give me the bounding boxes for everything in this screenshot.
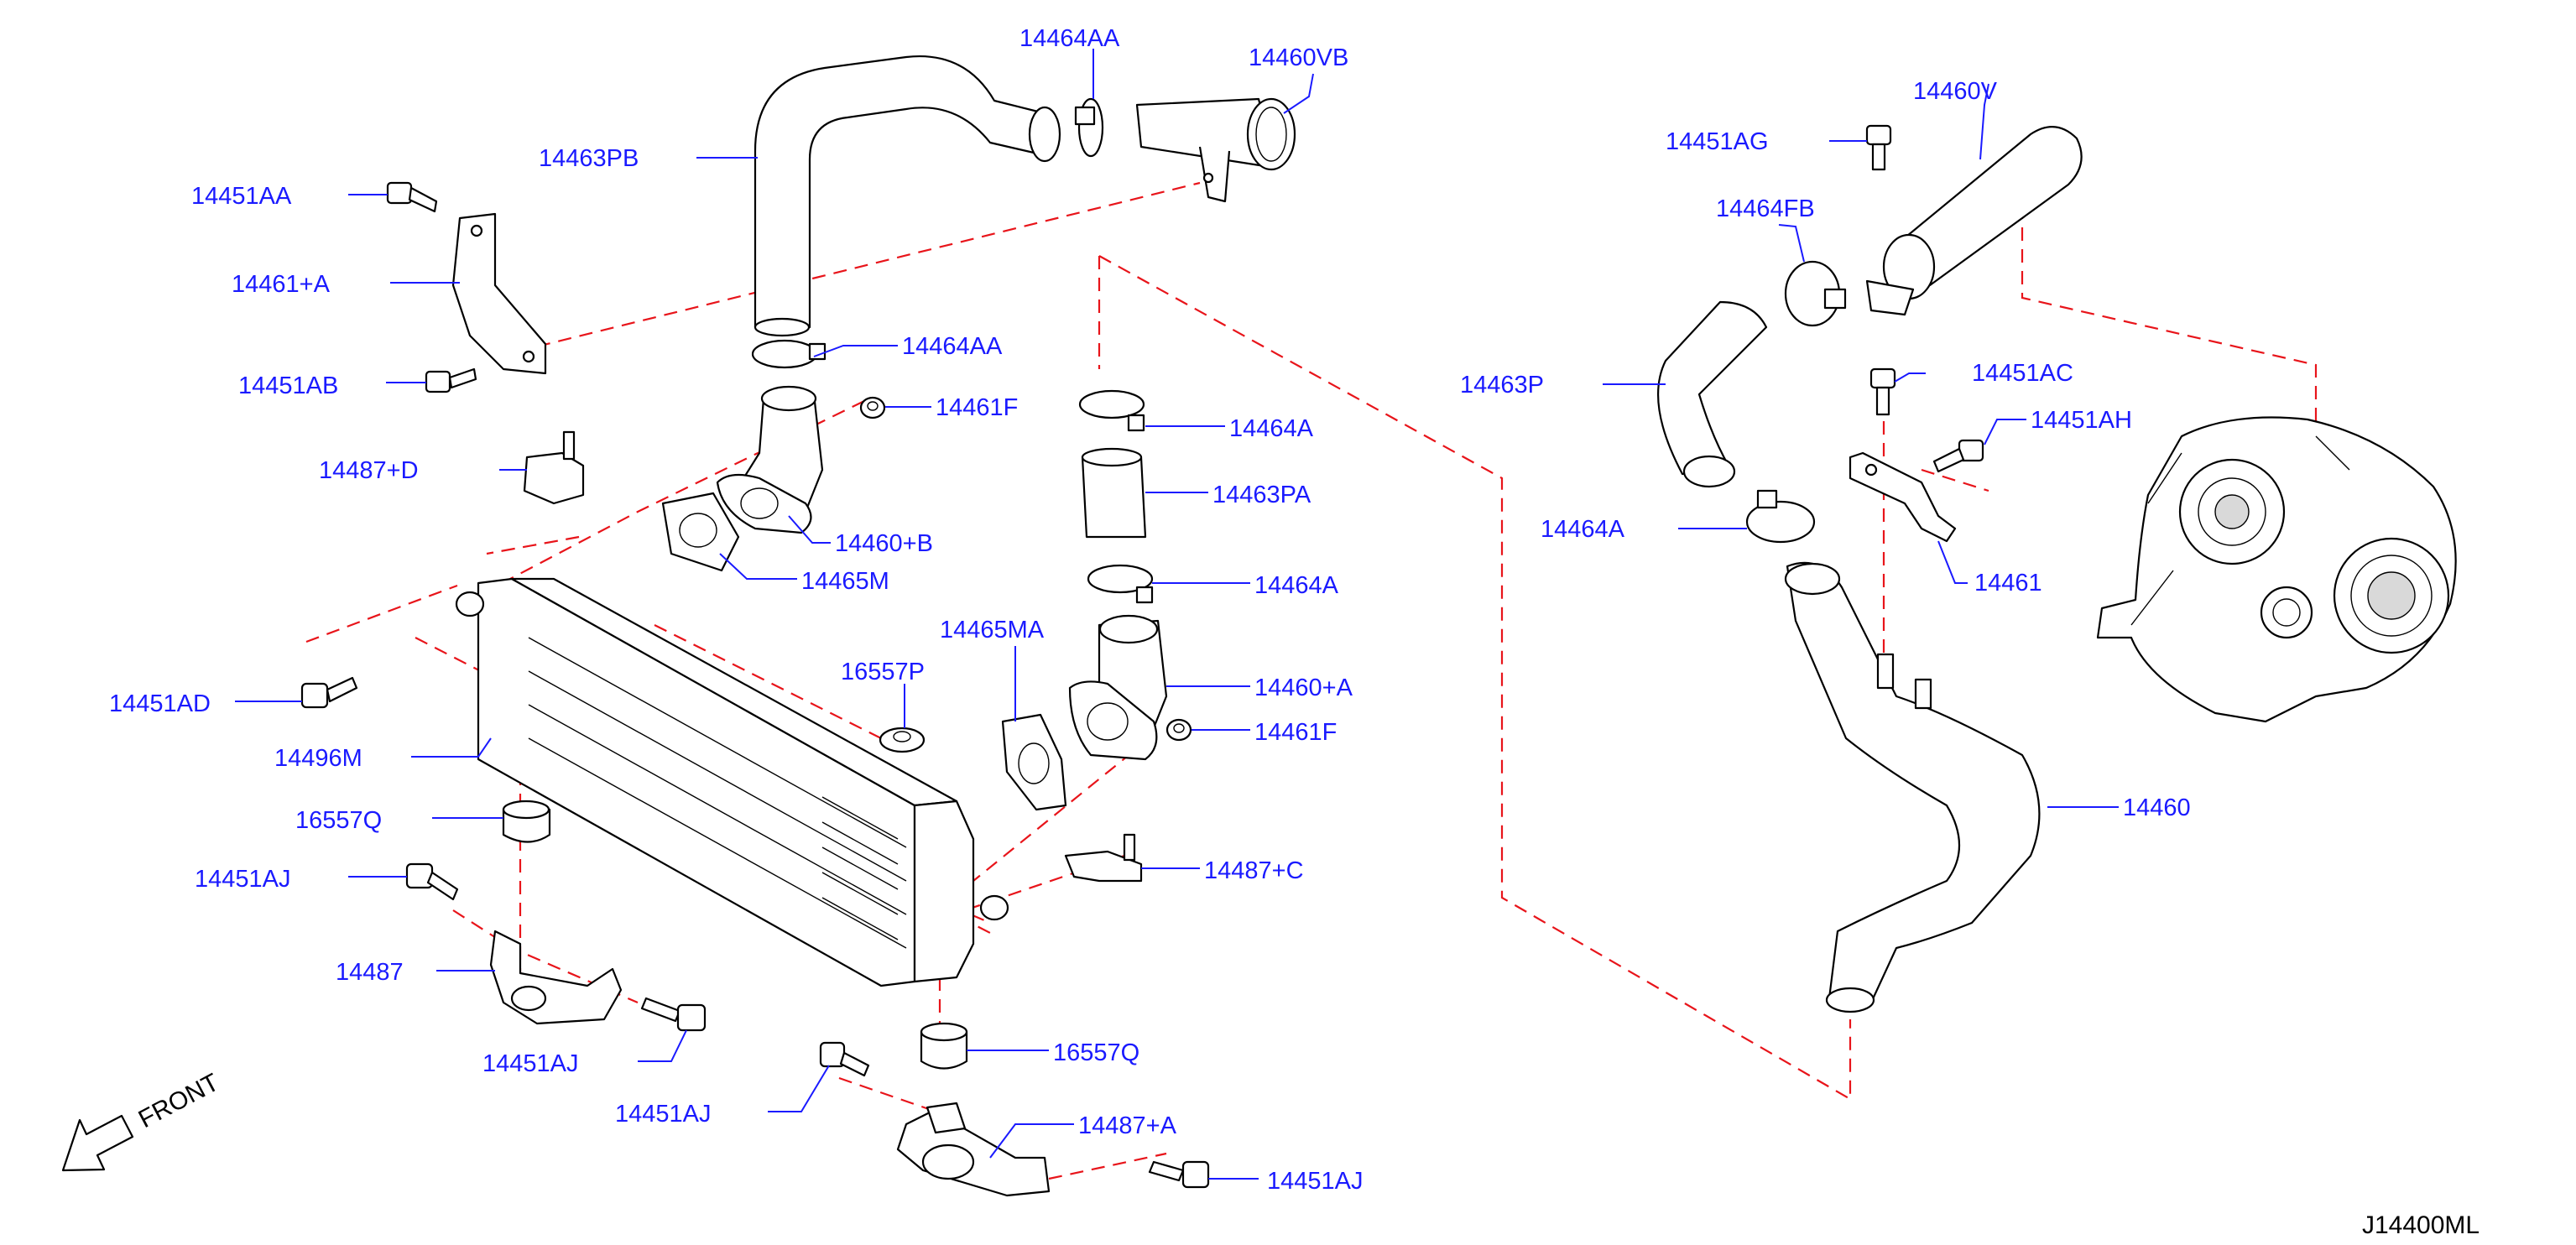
label-14487D[interactable]: 14487+D xyxy=(319,457,419,484)
bracket-14487[interactable] xyxy=(489,930,623,1025)
label-14463PB[interactable]: 14463PB xyxy=(539,145,639,172)
pipe-14460VB[interactable] xyxy=(1135,97,1296,203)
label-14461A[interactable]: 14461+A xyxy=(232,271,331,298)
part-labels: 14464AA 14460VB 14463PB 14451AA 14461+A … xyxy=(109,25,2191,1195)
clamp-14464A-right[interactable] xyxy=(1745,489,1816,544)
clamp-14464AA-top[interactable] xyxy=(1074,97,1104,158)
label-14465M[interactable]: 14465M xyxy=(801,568,889,595)
clamp-14464AA-mid[interactable] xyxy=(751,339,827,369)
label-14451AJ-3[interactable]: 14451AJ xyxy=(615,1101,712,1128)
bolt-14451AD[interactable] xyxy=(300,676,358,709)
label-14460[interactable]: 14460 xyxy=(2123,794,2191,821)
label-14460V[interactable]: 14460V xyxy=(1913,78,1998,105)
bracket-14487A[interactable] xyxy=(896,1102,1051,1197)
bolt-14451AJ-2[interactable] xyxy=(640,997,707,1032)
bolt-14451AJ-4[interactable] xyxy=(1148,1160,1210,1189)
label-14451AC[interactable]: 14451AC xyxy=(1972,360,2073,387)
label-14460A[interactable]: 14460+A xyxy=(1254,675,1353,701)
label-14451AJ-2[interactable]: 14451AJ xyxy=(482,1050,579,1077)
gasket-14465MA[interactable] xyxy=(1001,713,1067,811)
bolt-14451AJ-1[interactable] xyxy=(405,862,459,901)
label-14496M[interactable]: 14496M xyxy=(274,745,362,772)
label-14463PA[interactable]: 14463PA xyxy=(1212,482,1311,508)
hose-14463P[interactable] xyxy=(1657,300,1768,488)
bolt-14451AB[interactable] xyxy=(425,367,477,393)
bolt-14451AA[interactable] xyxy=(386,181,438,213)
intercooler-14496M[interactable] xyxy=(455,577,1009,987)
bracket-14487D[interactable] xyxy=(523,430,585,505)
label-14464A-mid[interactable]: 14464A xyxy=(1229,415,1314,442)
label-14461F-top[interactable]: 14461F xyxy=(936,394,1018,421)
label-14451AJ-1[interactable]: 14451AJ xyxy=(195,866,291,893)
bracket-14461[interactable] xyxy=(1849,451,1957,543)
label-14451AD[interactable]: 14451AD xyxy=(109,690,211,717)
clamp-14464A-mid[interactable] xyxy=(1078,389,1145,432)
label-14451AB[interactable]: 14451AB xyxy=(238,372,338,399)
bolt-14451AH[interactable] xyxy=(1932,439,1984,473)
label-14465MA[interactable]: 14465MA xyxy=(940,617,1045,643)
label-14464A-right[interactable]: 14464A xyxy=(1541,516,1625,543)
diagram-code: J14400ML xyxy=(2362,1211,2480,1239)
pipe-14460B[interactable] xyxy=(716,385,824,534)
label-14461F-low[interactable]: 14461F xyxy=(1254,719,1337,746)
gasket-14465M[interactable] xyxy=(661,492,740,572)
label-14464FB[interactable]: 14464FB xyxy=(1716,195,1815,222)
label-16557P[interactable]: 16557P xyxy=(841,659,925,685)
grommet-14461F-top[interactable] xyxy=(859,396,886,419)
label-14460VB[interactable]: 14460VB xyxy=(1249,44,1348,71)
grommet-14461F-low[interactable] xyxy=(1165,718,1192,742)
label-14487[interactable]: 14487 xyxy=(336,959,404,986)
hose-14463PB[interactable] xyxy=(754,55,1061,337)
clamp-14464FB[interactable] xyxy=(1784,260,1847,327)
label-14463P[interactable]: 14463P xyxy=(1460,372,1544,399)
bolt-14451AC[interactable] xyxy=(1869,367,1896,416)
label-14451AJ-4[interactable]: 14451AJ xyxy=(1267,1168,1364,1195)
front-arrow-icon xyxy=(61,1114,134,1172)
label-14451AG[interactable]: 14451AG xyxy=(1666,128,1769,155)
grommet-16557P[interactable] xyxy=(879,727,926,753)
turbocharger-icon[interactable] xyxy=(2096,416,2457,723)
label-16557Q-low[interactable]: 16557Q xyxy=(1053,1039,1139,1066)
bolt-14451AJ-3[interactable] xyxy=(819,1041,870,1077)
pipe-14460A[interactable] xyxy=(1068,614,1168,761)
label-14460B[interactable]: 14460+B xyxy=(835,530,933,557)
label-14464AA-mid[interactable]: 14464AA xyxy=(902,333,1003,360)
mount-16557Q-left[interactable] xyxy=(502,800,551,843)
label-14487C[interactable]: 14487+C xyxy=(1204,857,1304,884)
label-14451AH[interactable]: 14451AH xyxy=(2031,407,2132,434)
mount-16557Q-low[interactable] xyxy=(920,1022,968,1070)
bracket-14487C[interactable] xyxy=(1064,833,1143,883)
label-14464AA-top[interactable]: 14464AA xyxy=(1019,25,1120,52)
leader-lines xyxy=(235,49,2119,1180)
label-14451AA[interactable]: 14451AA xyxy=(191,183,292,210)
clamp-14464A-low[interactable] xyxy=(1087,564,1154,604)
bracket-14461A[interactable] xyxy=(451,212,547,375)
pipe-14460[interactable] xyxy=(1784,561,2041,1013)
front-indicator: FRONT xyxy=(61,1069,224,1172)
front-label: FRONT xyxy=(134,1069,224,1134)
label-14464A-low[interactable]: 14464A xyxy=(1254,572,1339,599)
label-14487A[interactable]: 14487+A xyxy=(1078,1112,1177,1139)
bolt-14451AG[interactable] xyxy=(1865,124,1892,171)
label-16557Q-left[interactable]: 16557Q xyxy=(295,807,382,834)
hose-14463PA[interactable] xyxy=(1081,447,1147,539)
label-14461[interactable]: 14461 xyxy=(1974,570,2042,596)
pipe-14460V[interactable] xyxy=(1865,126,2083,316)
